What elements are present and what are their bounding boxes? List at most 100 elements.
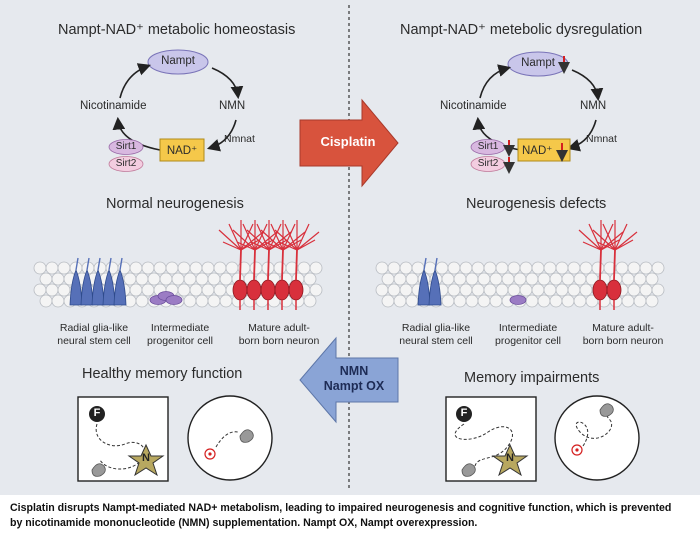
left-tissue-cell: [213, 283, 227, 297]
right-mature-neuron: [606, 279, 622, 301]
right-neuron-dendrite: [602, 223, 616, 251]
left-mature-neuron: [274, 279, 290, 301]
right-neural-stem-cell: [428, 268, 442, 306]
left-tissue-cell: [309, 261, 323, 275]
right-title: Nampt-NAD⁺ metebolic dysregulation: [400, 22, 643, 38]
right-tissue-cell: [525, 272, 539, 286]
right-tissue-cell: [531, 283, 545, 297]
left-neuron-dendrite: [296, 231, 320, 251]
right-tissue-cell: [633, 272, 647, 286]
left-neuron-dendrite: [274, 229, 298, 251]
right-progenitor-label: Intermediate progenitor cell: [495, 322, 561, 347]
left-tissue-cell: [183, 272, 197, 286]
left-nmn-label: NMN: [219, 100, 246, 112]
left-tissue-cell: [33, 283, 47, 297]
left-tissue-cell: [195, 294, 209, 308]
right-nmnat-label: Nmnat: [586, 133, 617, 145]
left-tissue: [33, 220, 323, 310]
right-tissue-cell: [399, 261, 413, 275]
right-tissue-cell: [531, 261, 545, 275]
right-tissue-cell: [411, 261, 425, 275]
left-neuron-dendrite: [270, 223, 284, 251]
right-neuron-dendrite: [578, 229, 602, 251]
left-nad-label: NAD⁺: [166, 145, 198, 157]
left-neuron-dendrite: [282, 231, 306, 251]
right-tissue-cell: [579, 283, 593, 297]
right-tissue-cell: [543, 261, 557, 275]
right-neuron-dendrite: [592, 229, 616, 251]
left-tissue-cell: [249, 261, 263, 275]
right-tissue-cell: [519, 283, 533, 297]
right-tissue-cell: [501, 272, 515, 286]
left-neuron-dendrite: [232, 229, 256, 251]
right-tissue-cell: [639, 283, 653, 297]
left-maze-n-label: N: [142, 452, 150, 464]
right-tissue-cell: [477, 294, 491, 308]
figure-caption: Cisplatin disrupts Nampt-mediated NAD+ m…: [10, 502, 672, 529]
left-neuron-dendrite: [253, 249, 256, 281]
right-tissue-cell: [387, 261, 401, 275]
right-tissue-cell: [447, 261, 461, 275]
left-tissue-cell: [135, 294, 149, 308]
left-tissue-cell: [57, 261, 71, 275]
left-neuron-dendrite: [254, 231, 278, 251]
right-mouse-square: [461, 463, 476, 477]
right-neuron-dendrite: [614, 223, 628, 251]
right-tissue-cell: [549, 272, 563, 286]
left-stem-process: [97, 257, 101, 271]
right-tissue-cell: [507, 261, 521, 275]
left-neuron-dendrite: [222, 241, 242, 251]
left-neurogenesis-title: Normal neurogenesis: [106, 196, 244, 212]
left-tissue-cell: [309, 283, 323, 297]
left-tissue-cell: [177, 283, 191, 297]
right-tissue-cell: [621, 294, 635, 308]
left-tissue-cell: [45, 261, 59, 275]
left-tissue-cell: [213, 261, 227, 275]
right-tissue-cell: [591, 261, 605, 275]
left-neuron-dendrite: [236, 241, 256, 251]
cisplatin-label: Cisplatin: [320, 134, 376, 149]
right-tissue-cell: [651, 283, 665, 297]
left-tissue-cell: [159, 272, 173, 286]
right-tissue-cell: [399, 283, 413, 297]
right-stem-process: [423, 257, 427, 271]
right-tissue-cell: [381, 272, 395, 286]
left-tissue-cell: [141, 261, 155, 275]
right-sirt2-label: Sirt2: [477, 158, 499, 169]
right-tissue-cell: [615, 261, 629, 275]
left-tissue-cell: [165, 261, 179, 275]
left-neuron-dendrite: [239, 249, 242, 281]
nmn-arrow: [299, 336, 399, 424]
left-sirt1-label: Sirt1: [115, 141, 137, 152]
right-tissue-cell: [483, 283, 497, 297]
left-neuron-dendrite: [254, 223, 268, 251]
right-tissue-cell: [555, 283, 569, 297]
left-neuron-dendrite: [284, 223, 298, 251]
right-tissue-cell: [459, 283, 473, 297]
left-tissue-cell: [51, 272, 65, 286]
right-tissue-cell: [447, 283, 461, 297]
left-tissue-cell: [201, 283, 215, 297]
left-food-marker: [89, 406, 105, 422]
left-tissue-cell: [189, 261, 203, 275]
left-tissue-cell: [201, 261, 215, 275]
right-tissue-cell: [513, 272, 527, 286]
left-circular-maze: [187, 395, 273, 481]
left-tissue-cell: [219, 294, 233, 308]
left-tissue-cell: [189, 283, 203, 297]
right-tissue-cell: [549, 294, 563, 308]
right-star-marker: [491, 443, 529, 477]
right-tissue-cell: [495, 283, 509, 297]
right-tissue-cell: [543, 283, 557, 297]
right-tissue-cell: [453, 294, 467, 308]
right-tissue-cell: [561, 272, 575, 286]
left-neuron-dendrite: [295, 249, 298, 281]
right-tissue-cell: [555, 261, 569, 275]
right-tissue-cell: [537, 294, 551, 308]
left-memory-title: Healthy memory function: [82, 366, 243, 382]
right-neuron-dendrite: [582, 241, 602, 251]
right-mature-neuron: [592, 279, 608, 301]
left-tissue-cell: [225, 261, 239, 275]
left-tissue-cell: [141, 283, 155, 297]
right-maze-f-label: F: [460, 407, 468, 419]
